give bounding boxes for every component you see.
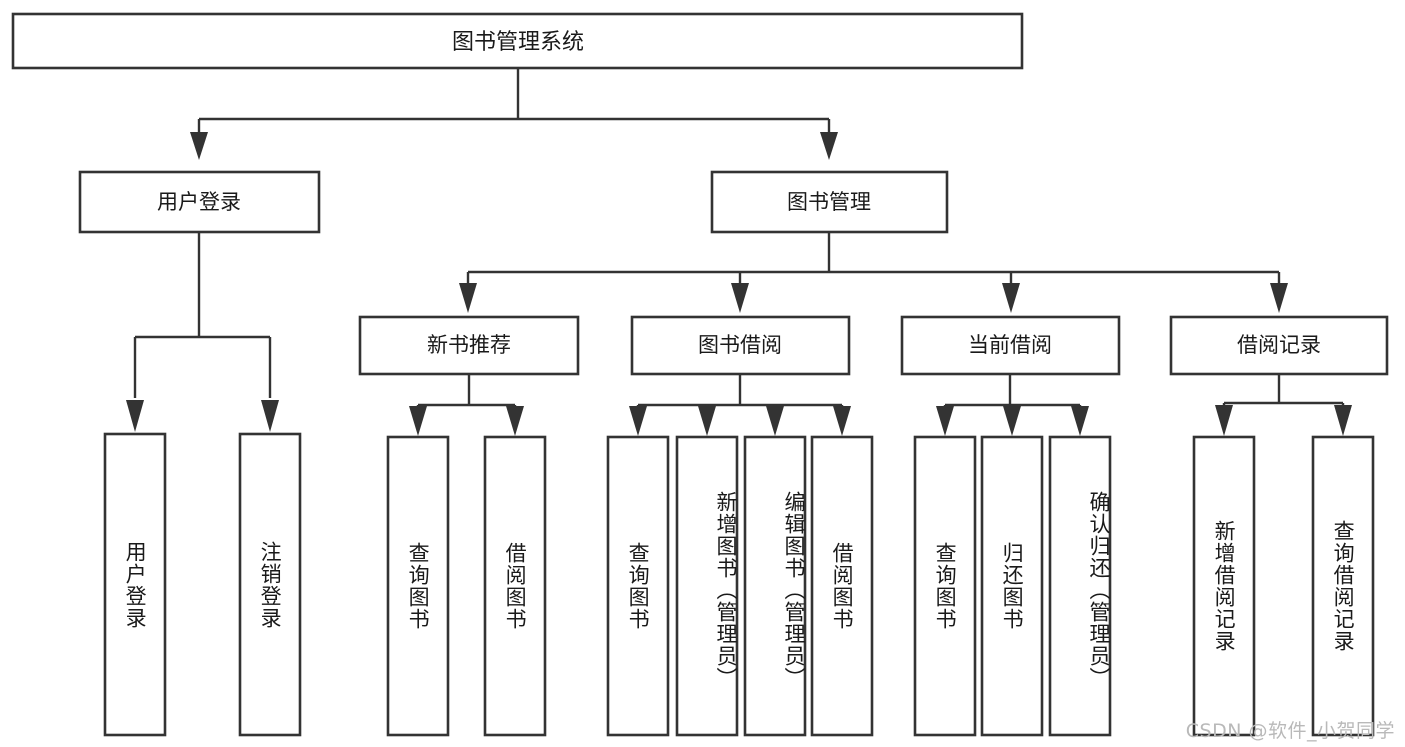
leaf-box-cb-return-book[interactable] [980, 435, 1044, 737]
arrow-head-nbr-query-book [409, 406, 427, 436]
leaf-box-nbr-query-book[interactable] [386, 435, 450, 737]
leaf-box-br-query-record[interactable] [1311, 435, 1375, 737]
arrow-head-user-login [190, 132, 208, 160]
node-borrow-record-box[interactable] [1169, 315, 1389, 376]
watermark-text: CSDN @软件_小贺同学 [1185, 720, 1395, 742]
leaf-box-bb-edit-book[interactable] [743, 435, 807, 737]
node-book-borrow-box[interactable] [630, 315, 851, 376]
leaf-box-cb-confirm-return[interactable] [1048, 435, 1112, 737]
arrow-head-cb-return-book [1003, 406, 1021, 436]
arrow-head-new-book-recommend [459, 283, 477, 313]
node-new-book-recommend-box[interactable] [358, 315, 580, 376]
leaf-box-bb-borrow-book[interactable] [810, 435, 874, 737]
node-book-borrow-label: 图书借阅 [698, 333, 782, 357]
arrow-head-nbr-borrow-book [506, 406, 524, 436]
node-current-borrow-box[interactable] [900, 315, 1121, 376]
arrow-head-bb-borrow-book [833, 406, 851, 436]
arrow-head-br-query-record [1334, 405, 1352, 436]
node-new-book-recommend-label: 新书推荐 [427, 333, 511, 357]
arrow-head-leaf-user-login [126, 400, 144, 432]
leaf-box-cb-query-book[interactable] [913, 435, 977, 737]
arrow-head-borrow-record [1270, 283, 1288, 313]
arrow-head-cb-query-book [936, 406, 954, 436]
leaf-box-bb-query-book[interactable] [606, 435, 670, 737]
arrow-head-br-add-record [1215, 405, 1233, 436]
leaf-box-user-login[interactable] [103, 432, 167, 737]
arrow-head-bb-add-book [698, 406, 716, 436]
leaf-box-nbr-borrow-book[interactable] [483, 435, 547, 737]
arrow-head-bb-query-book [629, 406, 647, 436]
node-book-mgmt-label: 图书管理 [787, 190, 871, 214]
node-borrow-record-label: 借阅记录 [1237, 333, 1321, 357]
leaf-box-bb-add-book[interactable] [675, 435, 739, 737]
arrow-head-cb-confirm-return [1071, 406, 1089, 436]
arrow-head-book-borrow [731, 283, 749, 313]
arrow-head-leaf-logout [261, 400, 279, 432]
node-book-mgmt-box[interactable] [710, 170, 949, 234]
node-user-login-label: 用户登录 [157, 190, 241, 214]
node-current-borrow-label: 当前借阅 [968, 333, 1052, 357]
arrow-head-book-mgmt [820, 132, 838, 160]
arrow-head-bb-edit-book [766, 406, 784, 436]
node-root-label: 图书管理系统 [452, 30, 584, 55]
leaf-box-logout[interactable] [238, 432, 302, 737]
node-root-box[interactable] [11, 12, 1024, 70]
leaf-box-br-add-record[interactable] [1192, 435, 1256, 737]
arrow-head-current-borrow [1002, 283, 1020, 313]
